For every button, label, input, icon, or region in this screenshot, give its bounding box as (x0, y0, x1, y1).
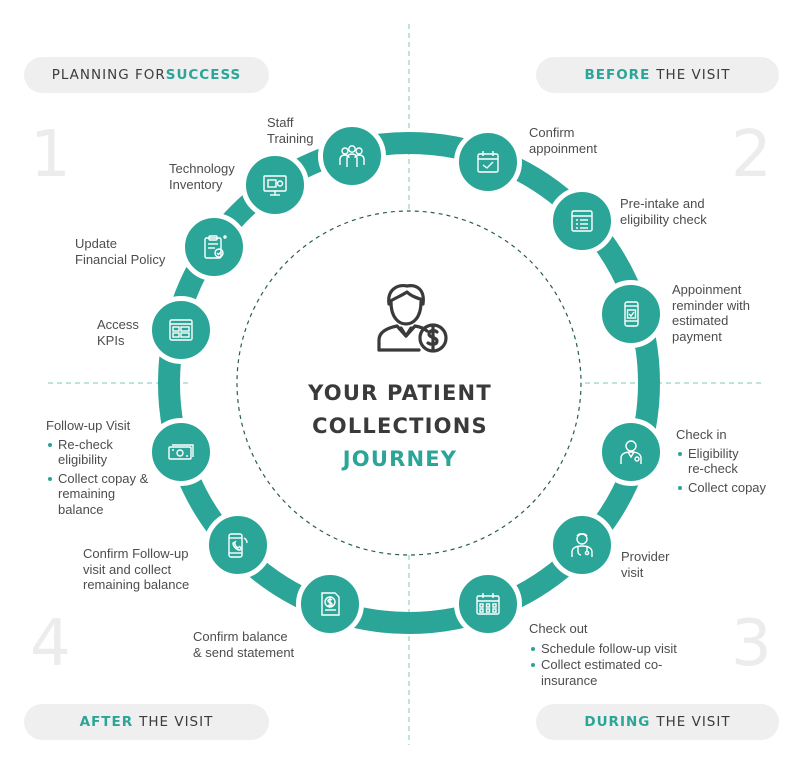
label-check-in: Check in Eligibility re-check Collect co… (676, 427, 791, 495)
calendar-check-icon (477, 151, 499, 173)
dashboard-icon (169, 319, 193, 341)
patient-checkin-icon (620, 440, 642, 464)
label-line: Inventory (169, 176, 223, 192)
label-follow-up-visit: Follow-up Visit Re-check eligibility Col… (46, 418, 164, 517)
label-access-kpis: Access KPIs (97, 317, 139, 348)
label-line: remaining balance (83, 577, 190, 592)
node-provider-visit (548, 511, 616, 579)
label-line: Check out (529, 621, 588, 636)
label-line: visit (621, 564, 644, 580)
phase-pill-during: DURING THE VISIT (536, 704, 779, 740)
label-line: visit and collect (83, 561, 172, 577)
phase-accent: BEFORE (584, 67, 651, 83)
outer-ring (158, 132, 660, 634)
label-confirm-balance: Confirm balance & send statement (193, 629, 294, 660)
phase-number-2: 2 (731, 118, 772, 192)
title-line-3: JOURNEY (342, 447, 458, 471)
phone-call-icon (228, 533, 248, 558)
title-line-2: COLLECTIONS (312, 414, 488, 438)
dollar-document-icon (321, 592, 340, 616)
node-check-out (454, 570, 522, 638)
label-update-policy: Update Financial Policy (75, 236, 165, 267)
label-line: estimated (672, 313, 729, 328)
label-line: eligibility check (620, 211, 707, 227)
label-bullet: Schedule follow-up visit (529, 641, 719, 657)
label-confirm-follow-up: Confirm Follow-up visit and collect rema… (83, 546, 189, 593)
node-appointment-reminder (597, 280, 665, 348)
mobile-reminder-icon (624, 301, 639, 327)
label-line: Check in (676, 427, 727, 442)
node-access-kpis (147, 296, 215, 364)
form-list-icon (571, 210, 593, 232)
node-confirm-follow-up (204, 511, 272, 579)
staff-training-icon (339, 145, 365, 167)
cash-icon (168, 444, 194, 460)
label-confirm-appointment: Confirm appoinment (529, 125, 597, 156)
label-pre-intake: Pre-intake and eligibility check (620, 196, 707, 227)
doctor-icon (571, 533, 593, 557)
label-bullet: Re-check eligibility (46, 437, 128, 468)
label-line: Access (97, 317, 139, 332)
label-bullet: Eligibility re-check (676, 446, 758, 477)
label-bullet: Collect copay (676, 480, 791, 496)
title-line-1: YOUR PATIENT (308, 381, 492, 405)
node-update-policy (180, 213, 248, 281)
phase-accent: AFTER (79, 714, 134, 730)
phase-label: PLANNING FOR (51, 67, 166, 83)
node-pre-intake (548, 187, 616, 255)
inner-dashed-ring (236, 210, 582, 556)
label-line: Technology (169, 161, 235, 176)
node-staff-training (318, 122, 386, 190)
label-line: Follow-up Visit (46, 418, 131, 433)
phase-accent: SUCCESS (165, 67, 242, 83)
phase-pill-before: BEFORE THE VISIT (536, 57, 779, 93)
label-line: Staff (267, 115, 294, 130)
phase-accent: DURING (584, 714, 651, 730)
label-line: Appoinment (672, 282, 742, 297)
label-line: Training (267, 130, 314, 146)
monitor-icon (263, 175, 287, 196)
phase-number-1: 1 (30, 118, 71, 192)
label-appointment-reminder: Appoinment reminder with estimated payme… (672, 282, 750, 344)
node-check-in (597, 418, 665, 486)
phase-label: THE VISIT (139, 714, 214, 730)
patient-dollar-icon (377, 284, 448, 353)
phase-pill-planning: PLANNING FOR SUCCESS (24, 57, 269, 93)
calendar-grid-icon (476, 593, 500, 615)
label-line: Confirm Follow-up (83, 546, 189, 561)
diagram-title: YOUR PATIENT COLLECTIONS JOURNEY (260, 377, 540, 476)
node-confirm-balance (296, 570, 364, 638)
policy-clipboard-icon (204, 235, 227, 259)
phase-pill-after: AFTER THE VISIT (24, 704, 269, 740)
phase-label: THE VISIT (656, 67, 731, 83)
label-line: reminder with (672, 297, 751, 313)
label-line: payment (672, 328, 722, 344)
label-line: Update (75, 236, 117, 251)
label-line: Pre-intake and (620, 196, 705, 211)
label-staff-training: Staff Training (267, 115, 313, 146)
label-line: & send statement (193, 644, 295, 660)
phase-label: THE VISIT (656, 714, 731, 730)
node-follow-up-visit (147, 418, 215, 486)
label-line: Confirm (529, 125, 575, 140)
label-line: Confirm balance (193, 629, 288, 644)
label-check-out: Check out Schedule follow-up visit Colle… (529, 621, 719, 688)
label-bullet: Collect estimated co-insurance (529, 657, 666, 688)
label-line: appoinment (529, 140, 597, 156)
node-confirm-appointment (454, 128, 522, 196)
phase-number-4: 4 (30, 607, 71, 681)
node-technology-inventory (241, 151, 309, 219)
label-bullet: Collect copay & remaining balance (46, 471, 158, 518)
label-line: Financial Policy (75, 251, 166, 267)
phase-number-3: 3 (731, 607, 772, 681)
label-line: KPIs (97, 332, 125, 348)
label-technology-inventory: Technology Inventory (169, 161, 235, 192)
label-provider-visit: Provider visit (621, 549, 669, 580)
label-line: Provider (621, 549, 670, 564)
